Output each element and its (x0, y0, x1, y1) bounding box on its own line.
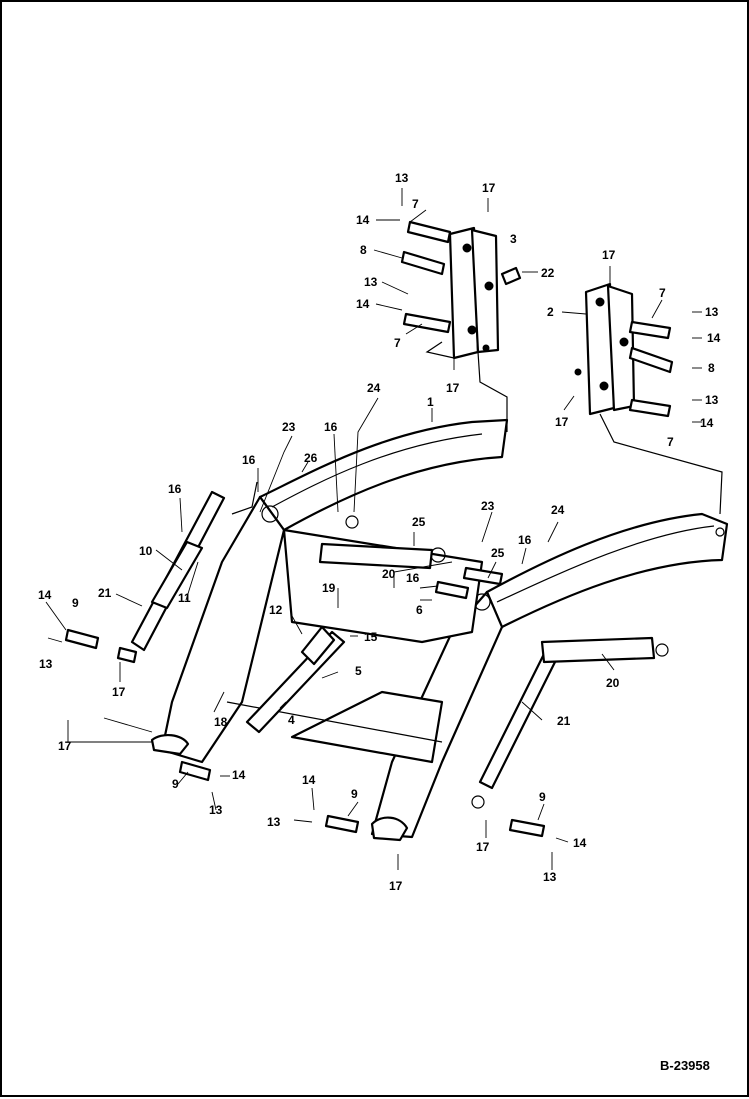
mounting-bracket-left (425, 226, 500, 360)
callout-7: 7 (412, 197, 419, 211)
callout-13: 13 (364, 275, 378, 289)
callout-17: 17 (482, 181, 496, 195)
callout-20: 20 (382, 567, 396, 581)
callout-17: 17 (555, 415, 569, 429)
callout-23: 23 (481, 499, 495, 513)
callout-16: 16 (406, 571, 420, 585)
callout-22: 22 (541, 266, 555, 280)
callout-17: 17 (602, 248, 616, 262)
callout-16: 16 (168, 482, 182, 496)
callout-17: 17 (446, 381, 460, 395)
leader-lines (45, 188, 702, 870)
callout-24: 24 (551, 503, 565, 517)
callout-5: 5 (355, 664, 362, 678)
pins-and-bolts (64, 220, 674, 838)
callout-9: 9 (72, 596, 79, 610)
callout-14: 14 (232, 768, 246, 782)
cylinder-rear (130, 490, 226, 652)
hydraulic-lines (231, 351, 723, 515)
callout-12: 12 (269, 603, 283, 617)
callout-17: 17 (476, 840, 490, 854)
callout-25: 25 (491, 546, 505, 560)
callout-2: 2 (547, 305, 554, 319)
mounting-bracket-right (574, 282, 636, 416)
drawing-reference-number: B-23958 (660, 1058, 710, 1073)
callout-23: 23 (282, 420, 296, 434)
callout-24: 24 (367, 381, 381, 395)
callout-7: 7 (394, 336, 401, 350)
callout-21: 21 (557, 714, 571, 728)
callout-13: 13 (705, 393, 719, 407)
cylinder-top (318, 542, 446, 570)
callout-15: 15 (364, 630, 378, 644)
callout-19: 19 (322, 581, 336, 595)
callout-25: 25 (412, 515, 426, 529)
callout-17: 17 (58, 739, 72, 753)
callout-14: 14 (707, 331, 721, 345)
callout-8: 8 (708, 361, 715, 375)
callout-7: 7 (659, 286, 666, 300)
callout-14: 14 (356, 297, 370, 311)
callout-13: 13 (395, 171, 409, 185)
callout-16: 16 (518, 533, 532, 547)
callout-16: 16 (324, 420, 338, 434)
bucket-link (245, 625, 346, 734)
callout-10: 10 (139, 544, 153, 558)
callout-1: 1 (427, 395, 434, 409)
callout-13: 13 (705, 305, 719, 319)
callout-20: 20 (606, 676, 620, 690)
callout-13: 13 (209, 803, 223, 817)
callout-13: 13 (39, 657, 53, 671)
callout-13: 13 (267, 815, 281, 829)
callout-6: 6 (416, 603, 423, 617)
callout-9: 9 (539, 790, 546, 804)
callout-9: 9 (172, 777, 179, 791)
callout-14: 14 (38, 588, 52, 602)
callout-13: 13 (543, 870, 557, 884)
callout-18: 18 (214, 715, 228, 729)
callout-14: 14 (700, 416, 714, 430)
callout-16: 16 (242, 453, 256, 467)
callout-14: 14 (302, 773, 316, 787)
callout-14: 14 (356, 213, 370, 227)
callout-7: 7 (667, 435, 674, 449)
callout-4: 4 (288, 713, 295, 727)
callout-17: 17 (389, 879, 403, 893)
callout-14: 14 (573, 836, 587, 850)
callout-9: 9 (351, 787, 358, 801)
loader-arm-rear (150, 418, 509, 764)
callout-11: 11 (178, 591, 191, 605)
callout-26: 26 (304, 451, 318, 465)
callout-17: 17 (112, 685, 126, 699)
callout-8: 8 (360, 243, 367, 257)
callout-labels: 13 17 7 14 3 8 22 13 14 7 17 17 2 7 13 1… (38, 171, 721, 893)
cylinder-front (478, 636, 669, 790)
callout-3: 3 (510, 232, 517, 246)
callout-21: 21 (98, 586, 112, 600)
